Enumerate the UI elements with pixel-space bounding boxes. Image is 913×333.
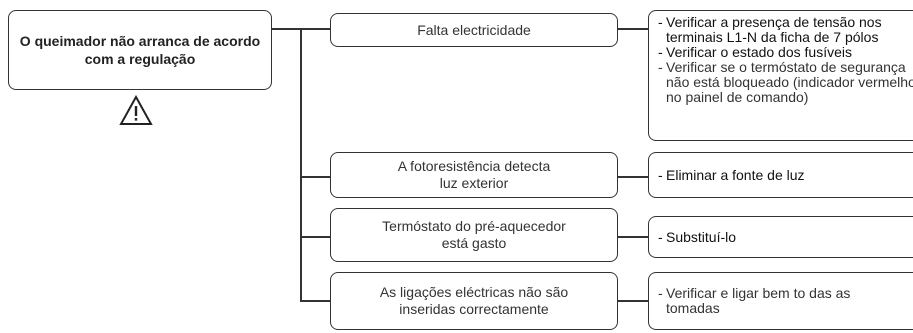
remedy-item: -Verificar e ligar bem to das as tomadas [658,285,851,316]
problem-box: O queimador não arranca de acordo com a … [8,10,272,90]
cause-label: A fotoresistência detecta luz exterior [397,158,551,191]
connector-trunk-to-cause-4 [300,300,330,302]
problem-title: O queimador não arranca de acordo com a … [19,33,261,67]
cause-label: Termóstato do pré-aquecedor está gasto [382,218,566,251]
remedy-list: -Verificar a presença de tensão nos term… [658,15,913,105]
cause-box: As ligações eléctricas não são inseridas… [330,272,618,330]
remedy-box: -Verificar e ligar bem to das as tomadas [648,272,913,330]
remedy-list: -Substituí-lo [658,228,737,245]
connector-trunk [300,28,302,302]
cause-box: Falta electricidade [330,13,618,47]
warning-triangle-icon [119,95,153,125]
connector-cause-3-to-remedy-3 [618,236,648,238]
connector-cause-1-to-remedy-1 [618,28,648,30]
remedy-box: -Substituí-lo [648,216,913,258]
connector-problem-to-trunk [272,28,302,30]
connector-trunk-to-cause-2 [300,176,330,178]
remedy-item: -Verificar se o termóstato de segurança … [658,59,913,105]
remedy-item: -Verificar o estado dos fusíveis [658,44,852,60]
connector-trunk-to-cause-1 [300,28,330,30]
remedy-box: -Eliminar a fonte de luz [648,152,913,198]
connector-cause-4-to-remedy-4 [618,300,648,302]
cause-box: A fotoresistência detecta luz exterior [330,152,618,198]
cause-box: Termóstato do pré-aquecedor está gasto [330,208,618,262]
remedy-item: -Substituí-lo [658,228,737,245]
remedy-list: -Verificar e ligar bem to das as tomadas [658,286,901,316]
cause-label: Falta electricidade [417,21,531,38]
remedy-item: -Verificar a presença de tensão nos term… [658,14,882,45]
remedy-box: -Verificar a presença de tensão nos term… [648,10,913,141]
connector-cause-2-to-remedy-2 [618,176,648,178]
cause-label: As ligações eléctricas não são inseridas… [379,284,569,317]
remedy-item: -Eliminar a fonte de luz [658,166,805,183]
remedy-list: -Eliminar a fonte de luz [658,166,805,183]
connector-trunk-to-cause-3 [300,236,330,238]
